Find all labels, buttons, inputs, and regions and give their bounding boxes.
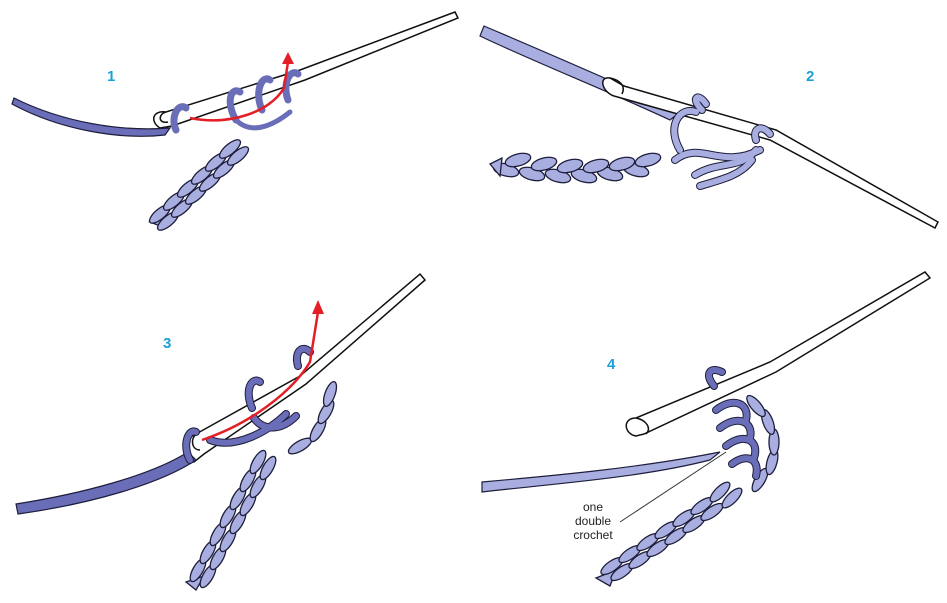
step-1-illustration [11, 11, 460, 231]
loops-on-hook [182, 344, 314, 464]
double-crochet-stitch [704, 365, 761, 480]
callout-line-3: crochet [573, 528, 613, 542]
working-yarn [481, 451, 721, 493]
step-2-panel: 2 [470, 0, 947, 300]
step-2-number: 2 [806, 68, 815, 85]
stitch-loops [670, 93, 774, 190]
pull-through-arrow [189, 61, 290, 122]
foundation-chain [148, 139, 250, 231]
step-1-number: 1 [107, 68, 116, 85]
callout-line-1: one [582, 500, 604, 514]
crochet-hook [153, 11, 460, 129]
callout-leader-line [619, 451, 727, 523]
foundation-chain [488, 152, 662, 184]
callout-line-2: double [574, 514, 612, 528]
step-3-panel: 3 [0, 272, 470, 603]
step-2-illustration [479, 25, 939, 230]
step-4-illustration [481, 271, 932, 587]
working-yarn [15, 451, 197, 515]
foundation-chain [184, 381, 338, 591]
step-3-number: 3 [163, 335, 172, 352]
crochet-hook [625, 271, 932, 437]
step-1-panel: 1 [0, 0, 470, 300]
double-crochet-callout: one double crochet [558, 500, 628, 542]
step-4-panel: 4 one double crochet [470, 271, 947, 603]
pull-through-arrow [201, 311, 320, 442]
working-yarn [11, 97, 172, 137]
step-4-number: 4 [607, 356, 616, 373]
step-3-illustration [15, 272, 427, 591]
foundation-chain [594, 394, 780, 587]
